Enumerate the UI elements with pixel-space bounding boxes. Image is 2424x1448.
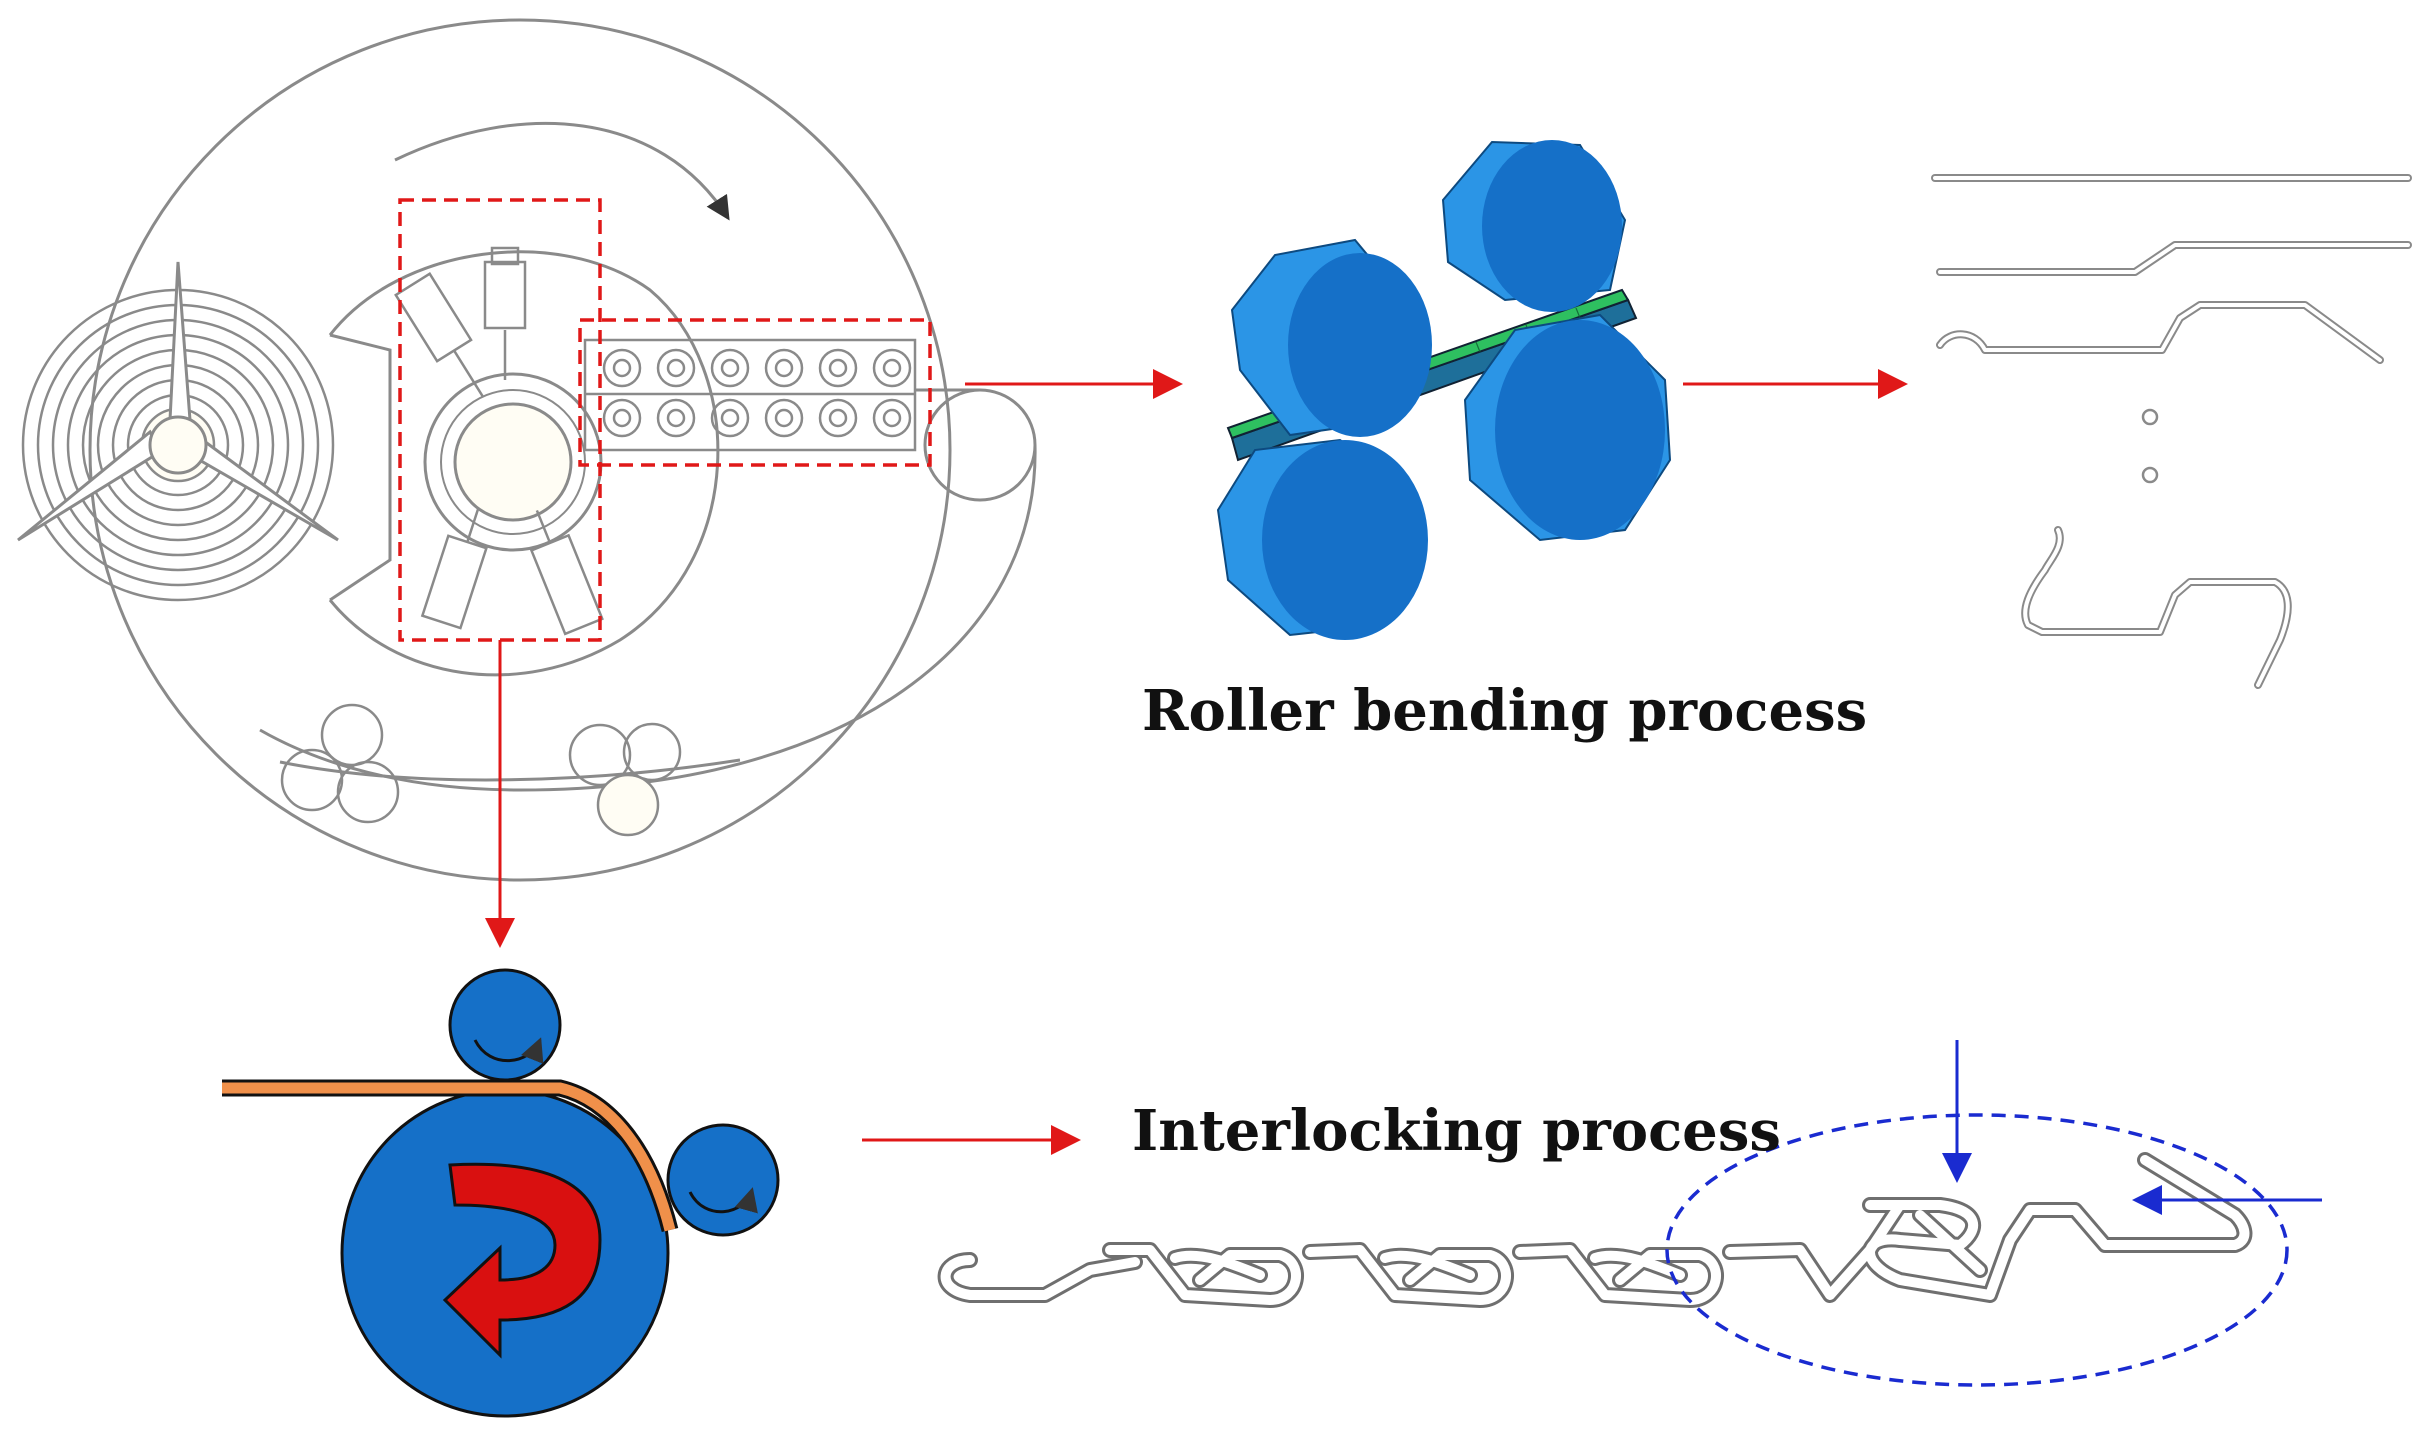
interlocked-hose: [937, 1152, 2253, 1308]
interlocking-caption: Interlocking process: [1132, 1098, 1781, 1164]
focus-ellipse: [1665, 1113, 2289, 1387]
main-roller: [340, 1088, 670, 1418]
stage-step: [1936, 241, 2412, 276]
reel-blades: [17, 261, 339, 542]
lower-idlers: [280, 703, 682, 837]
stage-hook: [1936, 301, 2384, 364]
stage-final-s: [2021, 526, 2292, 689]
strip-stages: [1931, 174, 2412, 689]
roller-bending-caption: Roller bending process: [1142, 678, 1868, 744]
machine-sketch: [17, 18, 1037, 882]
force-arrows: [1942, 1040, 2322, 1215]
roller-top-right: [1441, 140, 1627, 312]
top-roller: [448, 968, 562, 1082]
roll-bank-highlight: [578, 318, 932, 467]
bending-rollers: [222, 968, 780, 1418]
forming-cylinders: [394, 246, 604, 636]
roller-top-left: [1230, 238, 1432, 437]
flow-arrows: [485, 369, 1908, 1155]
fem-roller-model: [1216, 140, 1672, 640]
roller-bottom-left: [1216, 438, 1428, 640]
roller-bottom-right: [1463, 313, 1672, 542]
curl-arrow-icon: [442, 1162, 602, 1359]
roll-bank: [583, 338, 917, 452]
side-roller: [666, 1123, 780, 1237]
continuation-dots: [2141, 408, 2159, 484]
